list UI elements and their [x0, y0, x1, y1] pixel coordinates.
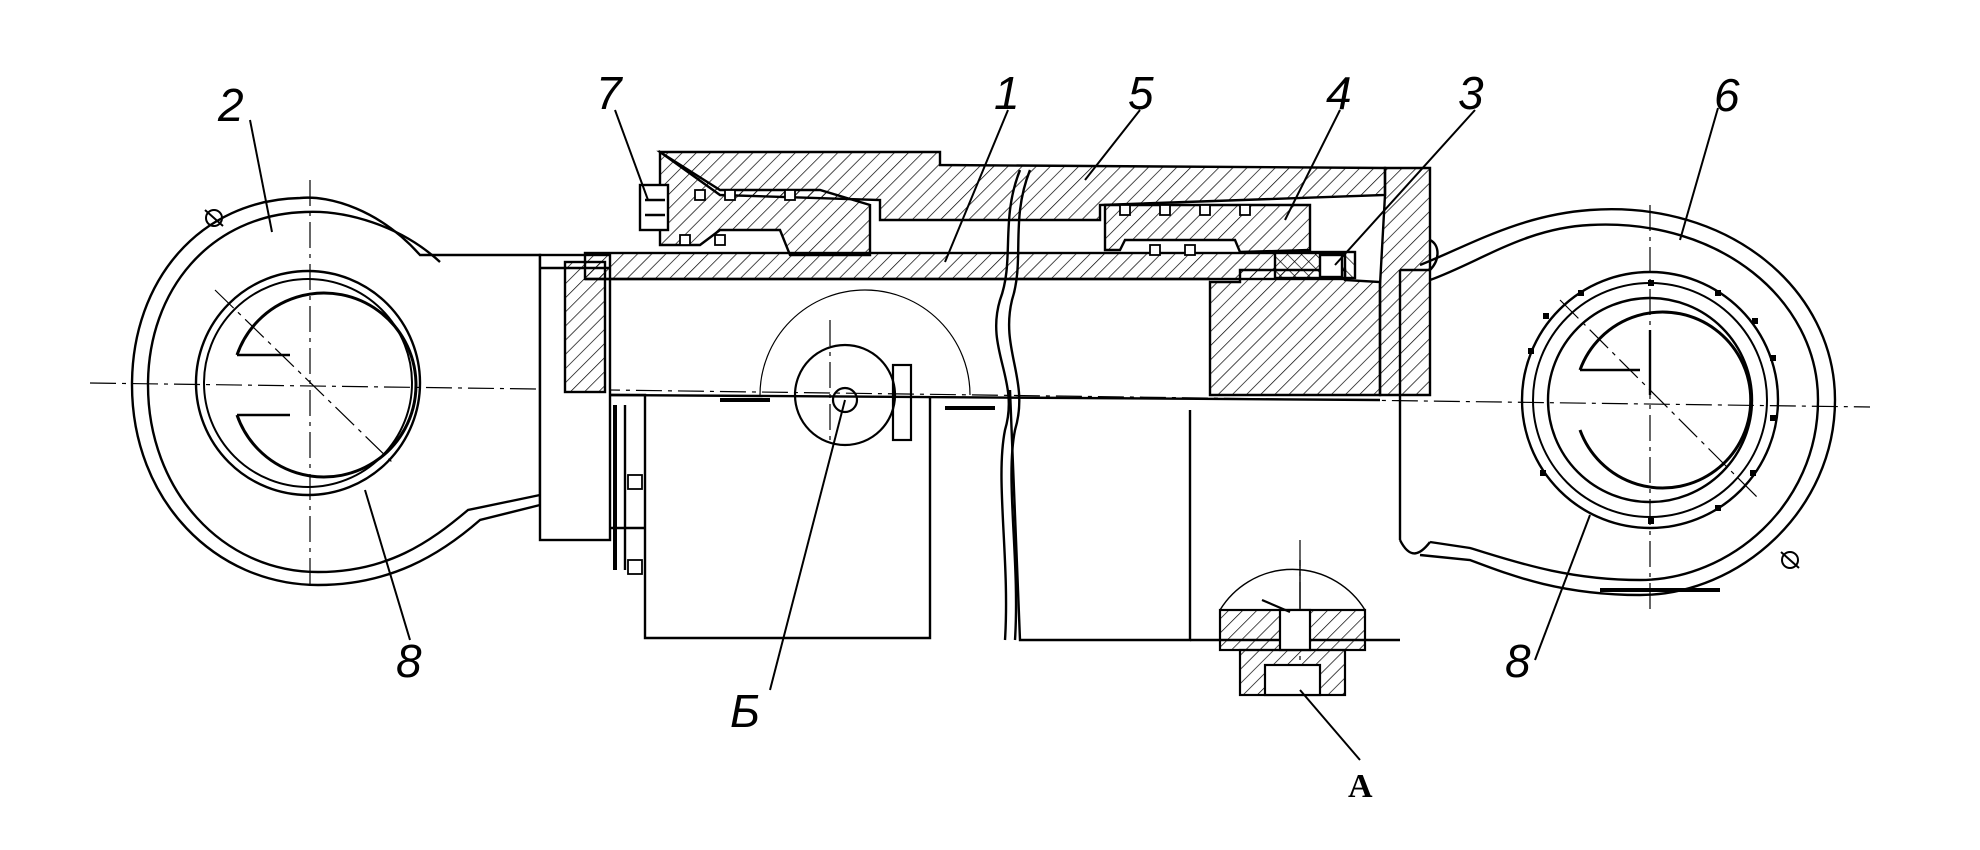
grease-nipple-right	[1780, 551, 1800, 569]
break-line	[995, 169, 1032, 641]
gland-seals	[679, 189, 796, 246]
port-b	[720, 289, 995, 447]
callout-cylinder-barrel: 5	[1128, 67, 1154, 119]
callout-bushing-left: 8	[396, 635, 422, 687]
port-a	[1218, 560, 1367, 697]
cylinder-barrel-section	[656, 150, 1432, 397]
callout-piston-seal: 4	[1326, 67, 1352, 119]
piston-section	[1208, 250, 1382, 397]
callout-piston-rod: 1	[994, 67, 1020, 119]
callout-rear-eye: 2	[218, 79, 244, 131]
callout-front-eye: 6	[1714, 69, 1740, 121]
front-eye-bolts	[1528, 280, 1776, 524]
callout-seal-fastener: 7	[596, 67, 622, 119]
piston-seal-pack-section	[1103, 203, 1312, 254]
section-cut-line	[609, 393, 1381, 402]
piston-rod-section	[583, 251, 1347, 281]
callout-port-a: А	[1348, 768, 1373, 805]
callout-piston: 3	[1458, 67, 1484, 119]
front-eye	[1419, 208, 1837, 597]
grease-nipple-left	[204, 209, 224, 227]
rod-end-cap	[538, 253, 627, 570]
leader-lines	[249, 107, 1719, 761]
callout-bushing-right: 8	[1505, 635, 1531, 687]
cap-bolts	[627, 474, 643, 575]
rear-eye	[130, 196, 542, 587]
piston-seals	[1119, 204, 1251, 256]
callout-port-b: Б	[730, 685, 760, 737]
